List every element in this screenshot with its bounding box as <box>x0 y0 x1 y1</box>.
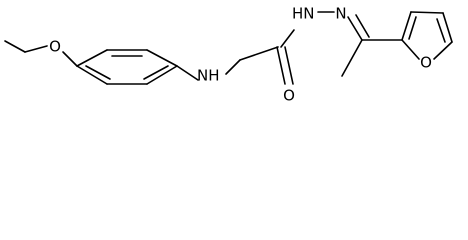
imine-nitrogen-label: N <box>335 5 346 23</box>
furan-bond-4 <box>433 41 453 60</box>
bond-c-methyl <box>341 39 363 77</box>
ring-inner-double-3 <box>85 65 111 80</box>
furan-bond-3 <box>442 12 453 43</box>
ring-bond-4 <box>146 65 178 85</box>
amine-nh-label: NH <box>197 67 220 85</box>
hydrazone-group <box>317 11 403 77</box>
bond-imine-2 <box>355 14 370 38</box>
ring-bond-1 <box>76 49 108 67</box>
ring-bond-6 <box>76 65 108 85</box>
bond-carbonyl-1 <box>276 46 286 85</box>
furan-ring <box>401 11 453 60</box>
bond-nh-ch2 <box>225 59 241 75</box>
ethoxy-group <box>4 40 78 67</box>
carbonyl-oxygen-label: O <box>283 87 295 105</box>
bond-ethyl-ch2-o <box>24 45 48 53</box>
bond-carbonyl-2 <box>284 46 294 85</box>
bond-aryl-nh <box>176 65 199 81</box>
furan-oxygen-label: O <box>420 54 432 72</box>
bond-o-aryl <box>62 51 78 67</box>
chemical-structure: O NH O HN N O <box>4 5 453 105</box>
furan-bond-2 <box>410 11 444 14</box>
glycinamide-chain <box>176 29 295 85</box>
hydrazide-nh-label: HN <box>292 5 315 23</box>
bond-ch2-co <box>239 46 279 61</box>
furan-bond-3-inner <box>436 18 446 43</box>
benzene-ring <box>76 49 178 85</box>
bond-co-nh <box>280 29 295 48</box>
bond-imine-1 <box>347 16 363 41</box>
furan-bond-1 <box>401 11 412 41</box>
bond-ethyl-ch3-ch2 <box>4 40 26 53</box>
ring-bond-3 <box>146 49 178 67</box>
ring-inner-double-2 <box>143 65 169 80</box>
furan-bond-1-inner <box>408 16 417 40</box>
furan-bond-5 <box>401 39 420 60</box>
ether-oxygen-label: O <box>49 38 61 56</box>
